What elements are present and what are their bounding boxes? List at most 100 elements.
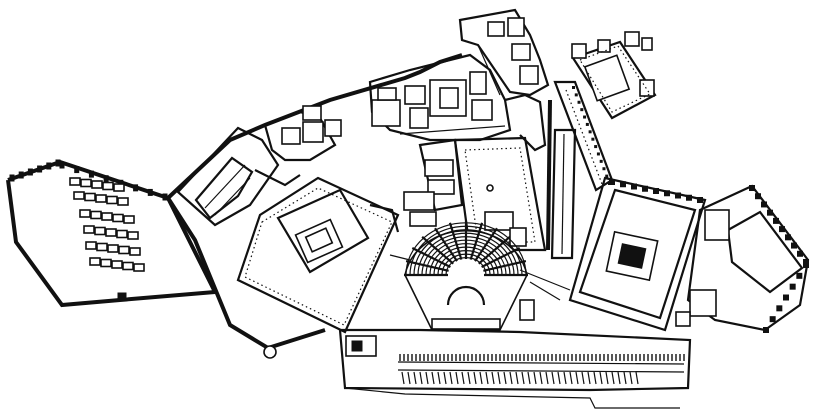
wall-tower bbox=[675, 192, 681, 199]
lower-terrace bbox=[338, 299, 692, 409]
barrack-cell bbox=[69, 177, 81, 186]
wall-tower bbox=[773, 217, 779, 224]
barrack-cell bbox=[91, 180, 103, 189]
terrace-step bbox=[629, 371, 633, 385]
barrack-cell bbox=[83, 225, 95, 234]
stoa-column bbox=[585, 122, 589, 126]
terrace-step bbox=[635, 371, 639, 385]
wall-tower bbox=[620, 181, 626, 188]
theatre-aisle bbox=[481, 247, 521, 268]
west-enclosure bbox=[6, 159, 219, 308]
terrace-step bbox=[581, 371, 585, 385]
terrace-step bbox=[605, 371, 609, 385]
wall-tower bbox=[785, 234, 791, 241]
terrace-step bbox=[563, 371, 567, 385]
barrack-cell bbox=[113, 183, 125, 192]
terrace-step bbox=[593, 371, 597, 385]
north-arm bbox=[458, 8, 550, 152]
barrack-cell bbox=[96, 242, 108, 252]
wall-tower bbox=[147, 188, 153, 196]
theatre-aisle bbox=[405, 259, 449, 272]
terrace-step bbox=[491, 371, 495, 385]
stoa-column bbox=[596, 152, 600, 156]
wall-tower bbox=[653, 188, 659, 194]
wall-tower bbox=[763, 327, 769, 333]
wall-tower bbox=[642, 185, 648, 192]
barrack-cell bbox=[100, 258, 112, 268]
theatre-aisle bbox=[421, 235, 454, 265]
terrace-step bbox=[611, 371, 615, 385]
terrace-step bbox=[617, 371, 621, 385]
wall-tower bbox=[749, 185, 755, 191]
wall-tower bbox=[27, 168, 33, 176]
wall-tower bbox=[133, 184, 139, 192]
wall-tower bbox=[769, 316, 776, 323]
wall-tower bbox=[797, 250, 803, 257]
terrace-step bbox=[413, 371, 417, 385]
barrack-cell bbox=[123, 215, 135, 224]
connecting-streets bbox=[389, 254, 571, 301]
wall-tower bbox=[686, 194, 692, 201]
stoa-column bbox=[574, 93, 578, 97]
barrack-cell bbox=[129, 247, 141, 256]
barrack-cell bbox=[73, 191, 85, 200]
northeast-temple bbox=[571, 31, 657, 120]
stoa-column bbox=[599, 159, 603, 163]
far-east-enclosure bbox=[675, 184, 810, 333]
barrack-cell bbox=[117, 197, 129, 206]
terrace-colonnade bbox=[399, 354, 685, 385]
barrack-cell bbox=[107, 244, 119, 253]
wall-tower bbox=[103, 175, 109, 183]
barrack-cell bbox=[80, 178, 92, 188]
wall-tower bbox=[791, 242, 797, 249]
wall-tower bbox=[783, 294, 789, 301]
stoa-column bbox=[591, 137, 595, 141]
barracks-rows bbox=[69, 177, 145, 272]
terrace-step bbox=[455, 371, 459, 385]
wall-tower bbox=[796, 272, 803, 279]
terrace-step bbox=[473, 371, 477, 385]
stoa-column bbox=[602, 167, 606, 171]
barrack-cell bbox=[105, 228, 117, 237]
wall-tower bbox=[631, 183, 637, 190]
wall-tower bbox=[767, 209, 773, 216]
terrace-step bbox=[539, 371, 543, 385]
terrace-step bbox=[437, 371, 441, 385]
barrack-cell bbox=[94, 226, 106, 236]
terrace-step bbox=[575, 371, 579, 385]
theatre-aisle bbox=[434, 227, 458, 262]
theatre-aisle bbox=[469, 222, 484, 260]
barrack-cell bbox=[101, 212, 113, 221]
stage-building bbox=[431, 318, 501, 330]
wall-tower bbox=[664, 190, 670, 197]
terrace-step bbox=[443, 371, 447, 385]
terrace-step bbox=[497, 371, 501, 385]
barrack-cell bbox=[122, 261, 134, 271]
stoa-column bbox=[594, 145, 598, 149]
wall-tower bbox=[697, 197, 703, 203]
wall-tower bbox=[74, 166, 80, 174]
far-east-towers bbox=[749, 185, 809, 333]
stoa-column bbox=[605, 174, 609, 178]
terrace-step bbox=[527, 371, 531, 385]
corner-tower bbox=[263, 345, 277, 359]
terrace-step bbox=[623, 371, 627, 385]
stoa-column bbox=[588, 130, 592, 134]
west-enclosure-towers bbox=[9, 159, 168, 201]
terrace-step bbox=[467, 371, 471, 385]
wall-tower bbox=[55, 159, 61, 167]
terrace-step bbox=[545, 371, 549, 385]
stoa-column bbox=[572, 86, 575, 89]
terrace-step bbox=[569, 371, 573, 385]
wall-tower bbox=[761, 201, 767, 208]
terrace-step bbox=[515, 371, 519, 385]
wall-tower bbox=[46, 162, 52, 170]
west-temple-precinct bbox=[236, 176, 400, 334]
stoa-column bbox=[583, 115, 587, 119]
terrace-step bbox=[599, 371, 603, 385]
barrack-cell bbox=[85, 241, 97, 250]
theatre-aisle bbox=[474, 227, 498, 262]
terrace-step bbox=[449, 371, 453, 385]
terrace-step bbox=[479, 371, 483, 385]
terrace-step bbox=[407, 371, 411, 385]
